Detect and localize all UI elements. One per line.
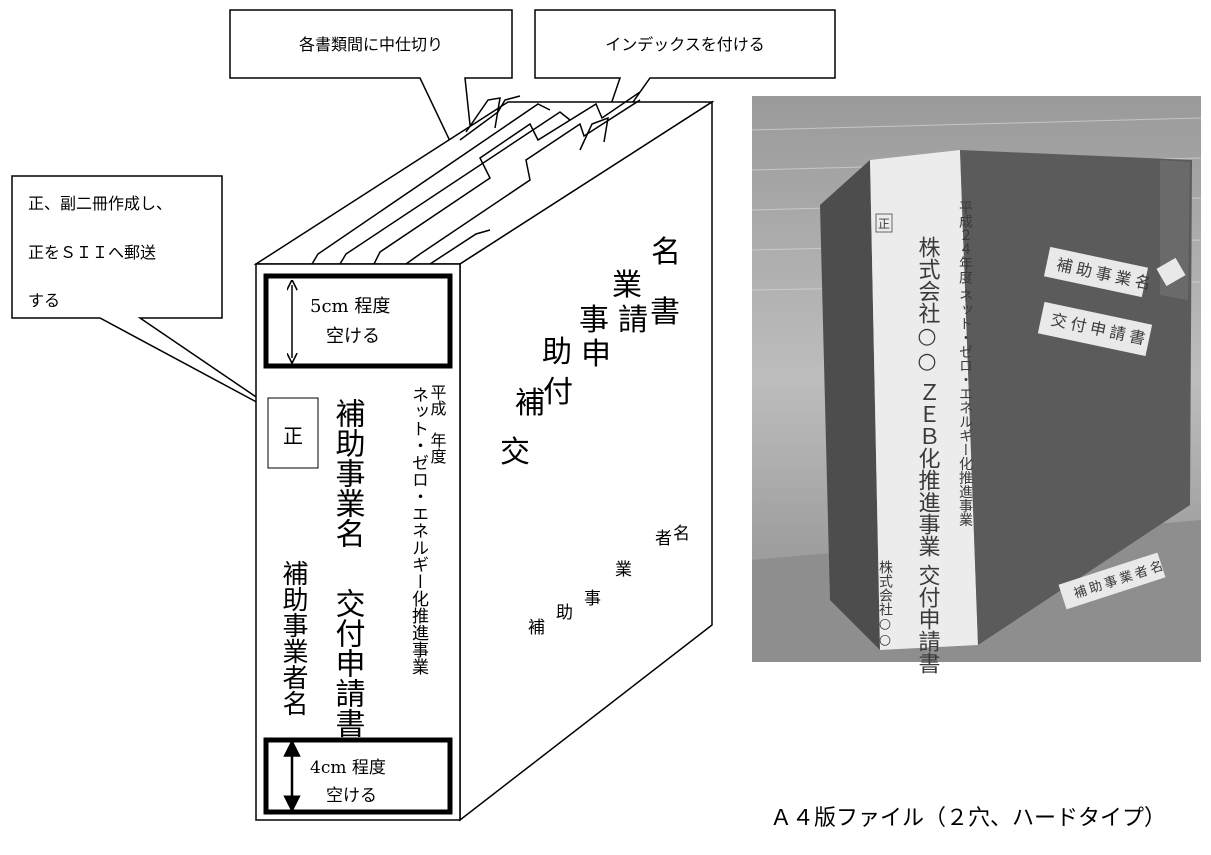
binder-drawing (253, 91, 715, 822)
cover-char: 助 (556, 603, 573, 623)
spine-application: 交付申請書 (330, 588, 365, 738)
bottom-margin-line-2: 空ける (326, 786, 377, 806)
cover-char: 補 (515, 386, 545, 421)
callout-copies-line-1: 正、副二冊作成し、 (28, 194, 172, 213)
cover-char: 名 (651, 235, 681, 270)
callout-copies: 正、副二冊作成し、 正をＳＩＩへ郵送 する (11, 175, 291, 421)
cover-char: 請 (618, 303, 648, 338)
cover-char: 事 (584, 589, 601, 609)
page-edge (311, 103, 551, 265)
cover-char: 事 (579, 303, 609, 338)
cover-project-name: 補 助 事 業 名 (515, 235, 681, 421)
photo-label-application-box (1037, 301, 1153, 357)
cover-company: 補 助 事 業 者 名 (528, 524, 690, 638)
cover-char: 申 (581, 337, 611, 372)
original-mark: 正 (283, 424, 303, 448)
cover-char: 書 (650, 295, 680, 330)
top-margin-box: 5cm 程度 空ける (263, 273, 453, 369)
cover-char: 者 (655, 529, 672, 549)
caption: Ａ４版ファイル（２穴、ハードタイプ） (770, 806, 1166, 831)
photo-fiscal-line: 平成２４年度 ネット・ゼロ・エネルギー化推進事業 (957, 200, 973, 527)
spine-fiscal-year: 平成 年度 (428, 384, 447, 464)
callout-copies-line-2: 正をＳＩＩへ郵送 (28, 243, 156, 262)
photo-mark-box (875, 213, 893, 233)
original-mark-box (267, 397, 319, 469)
cover-char: 付 (543, 375, 573, 410)
spine-program-name: ネット・ゼロ・エネルギー化推進事業 (408, 386, 429, 675)
cover-application: 交 付 申 請 書 (500, 295, 680, 470)
cover-char: 名 (673, 524, 690, 544)
cover-char: 業 (615, 560, 632, 580)
spine-company: 補助事業者名 (278, 560, 308, 716)
binder-photo: 補助事業名 交付申請書 補助事業者名 正 平成２４年度 ネット・ゼロ・エネルギー… (751, 96, 1202, 674)
photo-title-line: 株式会社○○ ＺＥＢ化推進事業 交付申請書 (915, 236, 941, 674)
cover-char: 業 (612, 268, 642, 303)
photo-label-project-box (1043, 246, 1149, 298)
photo-company-line: 株式会社○○ (877, 560, 893, 648)
index-tab (465, 97, 501, 133)
callout-divider-text: 各書類間に中仕切り (299, 35, 443, 54)
index-tab (579, 116, 609, 151)
bottom-margin-box: 4cm 程度 空ける (263, 737, 453, 815)
photo-label-company-box (1058, 552, 1166, 610)
photo-spine (870, 150, 978, 650)
cover-char: 交 (500, 435, 530, 470)
callout-copies-line-3: する (28, 291, 60, 310)
top-margin-line-1: 5cm 程度 (310, 296, 390, 317)
photo-mark: 正 (878, 217, 890, 231)
top-margin-line-2: 空ける (326, 326, 380, 347)
cover-char: 助 (542, 335, 572, 370)
callout-index-text: インデックスを付ける (605, 35, 765, 54)
bottom-margin-line-1: 4cm 程度 (310, 758, 386, 778)
cover-char: 補 (528, 618, 545, 638)
spine-project-name: 補助事業名 (330, 398, 366, 548)
page-edge (339, 111, 571, 265)
